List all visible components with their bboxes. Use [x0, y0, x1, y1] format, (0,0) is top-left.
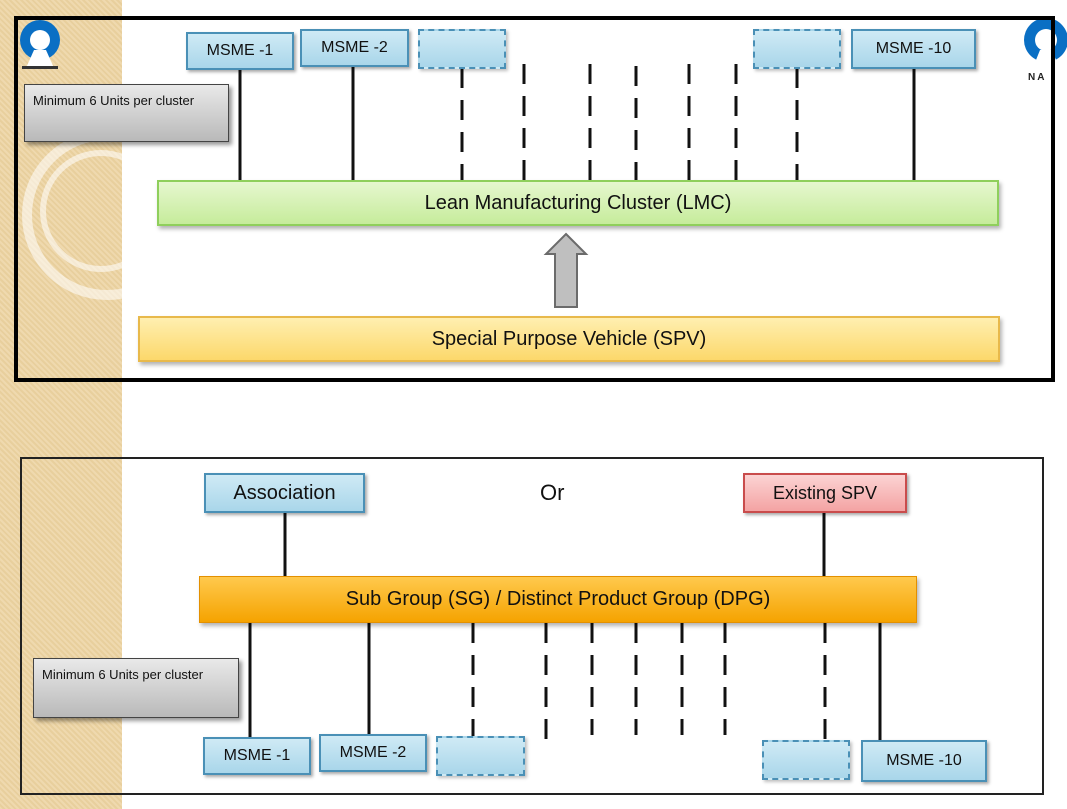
subgroup-dpg-box: Sub Group (SG) / Distinct Product Group … [199, 576, 917, 623]
msme-10-label: MSME -10 [886, 752, 962, 769]
lmc-box: Lean Manufacturing Cluster (LMC) [157, 180, 999, 226]
association-label: Association [233, 481, 336, 504]
subgroup-structure-frame [20, 457, 1044, 795]
slide-background [122, 0, 1067, 809]
spv-label: Special Purpose Vehicle (SPV) [431, 327, 707, 350]
msme-10-label: MSME -10 [875, 40, 952, 57]
msme-2-label: MSME -2 [321, 39, 388, 56]
up-arrow-icon [543, 232, 589, 308]
msme-2-label: MSME -2 [339, 744, 407, 761]
msme-placeholder-box [753, 29, 841, 69]
msme-placeholder-box [418, 29, 506, 69]
spv-box: Special Purpose Vehicle (SPV) [138, 316, 1000, 362]
msme-10-box-top: MSME -10 [851, 29, 976, 69]
existing-spv-box: Existing SPV [743, 473, 907, 513]
msme-1-label: MSME -1 [223, 747, 291, 764]
msme-placeholder-box [762, 740, 850, 780]
or-label: Or [540, 480, 565, 505]
minimum-units-note-top: Minimum 6 Units per cluster [24, 84, 229, 142]
lmc-label: Lean Manufacturing Cluster (LMC) [424, 191, 732, 214]
subgroup-dpg-label: Sub Group (SG) / Distinct Product Group … [345, 588, 771, 610]
msme-2-box-bottom: MSME -2 [319, 734, 427, 772]
msme-10-box-bottom: MSME -10 [861, 740, 987, 782]
lmc-structure-frame [14, 16, 1055, 382]
msme-1-box-top: MSME -1 [186, 32, 294, 70]
msme-2-box-top: MSME -2 [300, 29, 409, 67]
minimum-units-note-bottom: Minimum 6 Units per cluster [33, 658, 239, 718]
msme-1-box-bottom: MSME -1 [203, 737, 311, 775]
logo-left [10, 12, 70, 76]
logo-right-text: NA [1028, 72, 1047, 83]
existing-spv-label: Existing SPV [772, 482, 878, 503]
minimum-units-note-text: Minimum 6 Units per cluster [33, 93, 195, 108]
association-box: Association [204, 473, 365, 513]
msme-1-label: MSME -1 [206, 42, 274, 59]
minimum-units-note-text: Minimum 6 Units per cluster [42, 667, 204, 682]
msme-placeholder-box [436, 736, 525, 776]
